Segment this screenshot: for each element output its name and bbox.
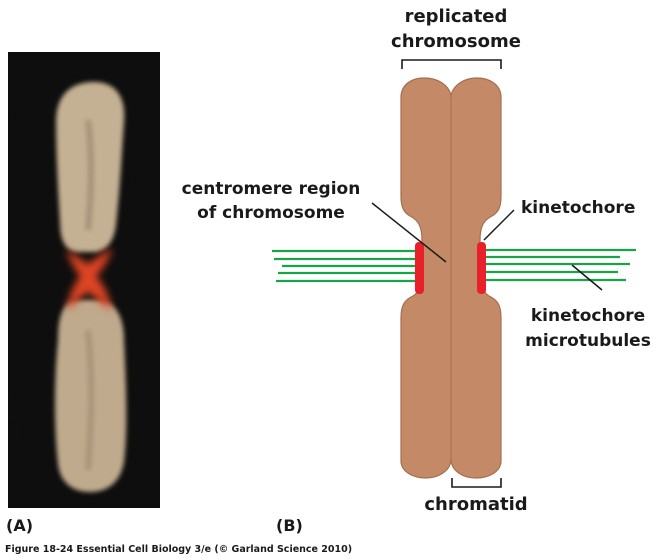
kinetochore-leader-line: [483, 209, 515, 241]
left-chromatid: [400, 77, 452, 479]
kinetochore-label: kinetochore: [521, 198, 635, 218]
replicated-chromosome-label-line2: chromosome: [391, 31, 521, 52]
centromere-region-label-line1: centromere region: [182, 179, 361, 199]
kinetochore-microtubules: [272, 248, 636, 283]
schematic-panel: [272, 59, 636, 488]
kinetochore-microtubules-label-line1: kinetochore: [531, 306, 645, 326]
panel-a-label: (A): [6, 516, 33, 535]
figure-caption: Figure 18-24 Essential Cell Biology 3/e …: [5, 544, 352, 555]
chromatid-bracket: [451, 478, 502, 488]
replicated-chromosome-label-line1: replicated: [405, 6, 508, 27]
right-chromatid: [450, 77, 502, 479]
replicated-chromosome-bracket: [401, 59, 502, 69]
right-kinetochore: [477, 242, 486, 294]
centromere-leader-line: [371, 202, 447, 263]
left-kinetochore: [415, 242, 424, 294]
chromatid-label: chromatid: [424, 494, 527, 515]
micrograph-panel: [8, 52, 160, 508]
microtubules-leader-line: [571, 264, 603, 291]
panel-b-label: (B): [276, 516, 303, 535]
centromere-region-label-line2: of chromosome: [197, 203, 345, 223]
kinetochore-microtubules-label-line2: microtubules: [525, 331, 651, 351]
micrograph-grain: [8, 52, 160, 508]
